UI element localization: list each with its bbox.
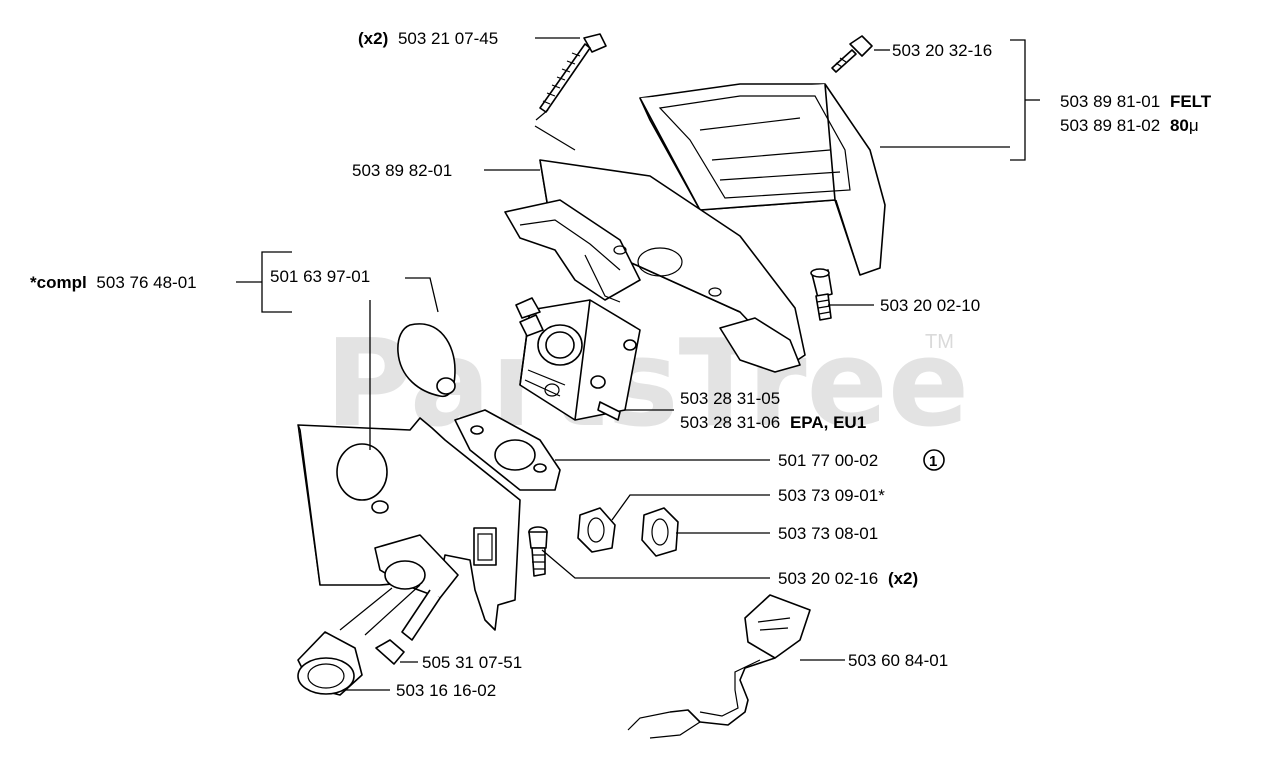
air-filter-part: [639, 83, 886, 276]
filter-holder-part: [504, 159, 806, 373]
label-bolt-low-number: 503 20 02-16: [778, 569, 878, 588]
carburetor-part: [515, 297, 641, 421]
label-throttle-rod: 503 60 84-01: [848, 651, 948, 670]
intake-plate-part: [297, 417, 521, 631]
label-filter-felt: 503 89 81-01 FELT: [1060, 92, 1212, 111]
gasket-part: [454, 409, 561, 491]
short-screw-part: [831, 35, 873, 73]
label-compl-number: 503 76 48-01: [96, 273, 196, 292]
primer-bulb-part: [397, 323, 456, 398]
label-carb-2: 503 28 31-06 EPA, EU1: [680, 413, 866, 432]
throttle-rod-part: [627, 594, 811, 739]
label-boot: 503 16 16-02: [396, 681, 496, 700]
label-filter-80: 503 89 81-02 80μ: [1060, 116, 1199, 135]
small-sleeve-part: [375, 639, 405, 665]
inlet-elbow-part: [339, 534, 459, 641]
label-screw-top: (x2) 503 21 07-45: [358, 29, 498, 48]
label-compl-prefix: *compl: [30, 273, 87, 292]
label-gasket: 501 77 00-02: [778, 451, 878, 470]
gasket-callout-number: 1: [929, 453, 937, 470]
bolt-right-part: [810, 268, 833, 321]
label-compl: *compl 503 76 48-01: [30, 273, 197, 292]
label-bulb: 501 63 97-01: [270, 267, 370, 286]
label-filter-felt-suffix: FELT: [1170, 92, 1212, 111]
label-carb-2-number: 503 28 31-06: [680, 413, 780, 432]
label-filter-holder: 503 89 82-01: [352, 161, 452, 180]
label-screw-top-qty: (x2): [358, 29, 388, 48]
label-carb-2-suffix: EPA, EU1: [790, 413, 866, 432]
label-dampener-2: 503 73 08-01: [778, 524, 878, 543]
label-bolt-low-qty: (x2): [888, 569, 918, 588]
dampener-1-part: [577, 507, 616, 553]
label-filter-80-suffix: 80: [1170, 116, 1189, 135]
label-screw-top-number: 503 21 07-45: [398, 29, 498, 48]
label-carb-1: 503 28 31-05: [680, 389, 780, 408]
label-bolt-low: 503 20 02-16 (x2): [778, 569, 918, 588]
watermark-trademark: TM: [925, 331, 954, 353]
label-screw-right: 503 20 32-16: [892, 41, 992, 60]
leader-lines: [236, 37, 1040, 691]
label-dampener-1: 503 73 09-01*: [778, 486, 885, 505]
label-bolt-right: 503 20 02-10: [880, 296, 980, 315]
bolt-low-part: [528, 526, 548, 577]
label-filter-felt-number: 503 89 81-01: [1060, 92, 1160, 111]
gasket-callout-circle: 1: [923, 449, 945, 471]
label-sleeve: 505 31 07-51: [422, 653, 522, 672]
dampener-2-part: [641, 507, 679, 557]
rubber-boot-part: [297, 631, 363, 696]
long-screw-part: [534, 33, 607, 151]
label-filter-80-number: 503 89 81-02: [1060, 116, 1160, 135]
label-filter-80-unit: μ: [1189, 116, 1199, 135]
